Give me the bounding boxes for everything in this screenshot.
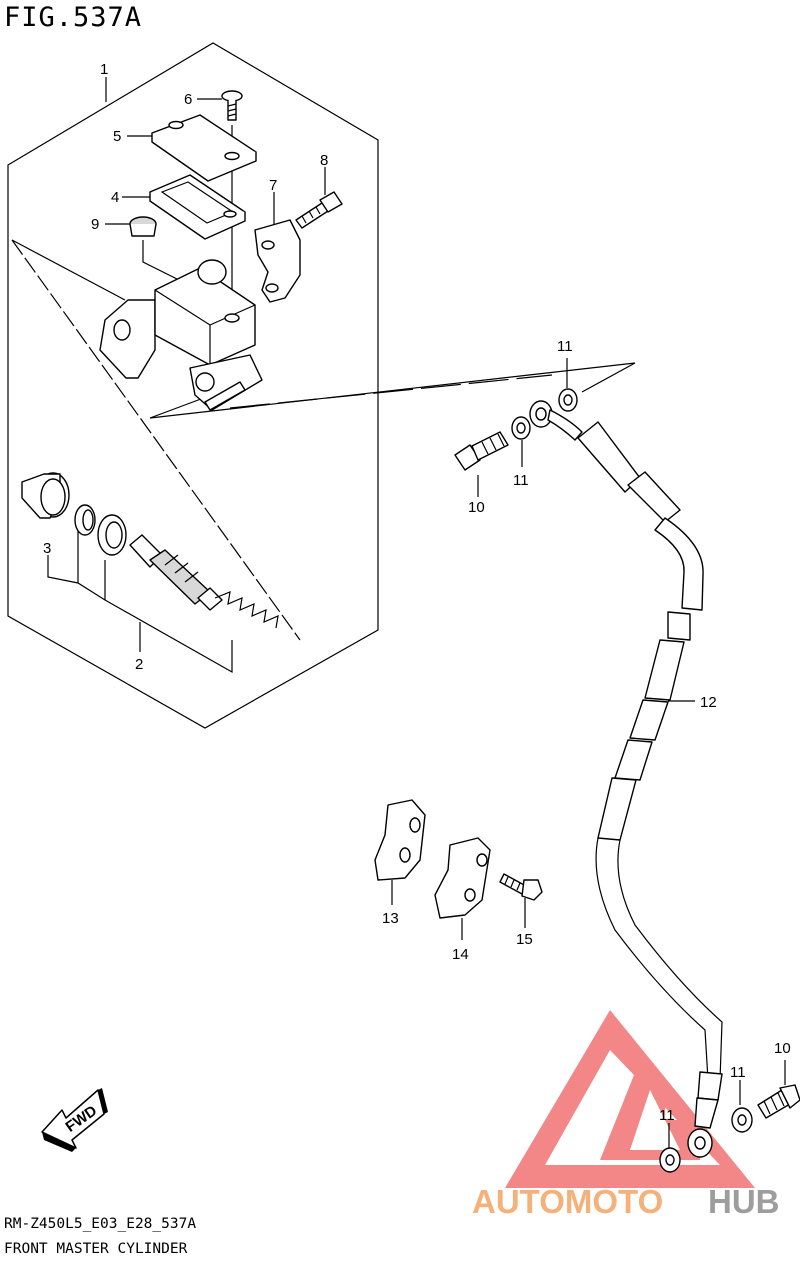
callout-4: 4	[111, 189, 119, 206]
callout-13: 13	[382, 910, 399, 927]
part-bolt-8	[295, 191, 343, 229]
watermark-text: AUTOMOTO HUB	[472, 1183, 780, 1220]
part-washer-11-lower-a	[731, 1107, 753, 1133]
figure-title: FIG.537A	[4, 2, 143, 33]
part-washer-11-lower-b	[659, 1147, 681, 1173]
part-boot-3	[21, 472, 70, 519]
callout-10-upper: 10	[468, 499, 485, 516]
part-circlip	[74, 504, 96, 536]
callout-9: 9	[91, 216, 99, 233]
part-guide-14	[434, 837, 491, 919]
watermark-part1: AUTOMOTO	[472, 1183, 663, 1220]
part-bolt-15	[499, 873, 543, 901]
part-washer-11-upper-b	[558, 388, 578, 412]
part-grommet-9	[129, 216, 157, 237]
callout-11-lower-right: 11	[730, 1064, 746, 1081]
part-bracket-13	[374, 799, 426, 881]
assembly-frame	[7, 42, 636, 729]
figure-caption: FRONT MASTER CYLINDER	[4, 1241, 188, 1257]
callout-1: 1	[100, 61, 108, 78]
callout-11-top: 11	[557, 338, 573, 355]
callout-5: 5	[113, 128, 121, 145]
callout-2: 2	[135, 656, 143, 673]
part-cap-5	[151, 114, 257, 182]
callout-3: 3	[43, 540, 51, 557]
part-seal-washer	[97, 514, 127, 556]
callout-11-mid: 11	[513, 472, 529, 489]
part-brake-hose-12	[529, 400, 723, 1158]
part-piston-2	[129, 534, 279, 629]
part-master-cylinder-body	[99, 259, 263, 411]
callout-12: 12	[700, 694, 717, 711]
part-washer-11-upper-a	[511, 416, 531, 440]
callout-6: 6	[184, 91, 192, 108]
watermark-part2: HUB	[708, 1183, 780, 1220]
callout-labels: 1 2 3 4 5 6 7 8 9 10 11 11 12 13 14 15 1…	[43, 61, 791, 1124]
callout-14: 14	[452, 946, 469, 963]
callout-15: 15	[516, 931, 533, 948]
part-banjo-bolt-10-upper	[454, 431, 509, 471]
leader-lines	[47, 77, 786, 1150]
callout-7: 7	[269, 177, 277, 194]
callout-10-lower: 10	[774, 1040, 791, 1057]
part-banjo-bolt-10-lower	[757, 1084, 800, 1119]
callout-11-lower-left: 11	[659, 1107, 675, 1124]
callout-8: 8	[320, 152, 328, 169]
part-screw-6	[221, 90, 243, 121]
part-diaphragm-4	[149, 174, 246, 240]
fwd-direction-arrow: FWD	[41, 1088, 108, 1152]
part-holder-7	[254, 219, 301, 303]
model-code: RM-Z450L5_E03_E28_537A	[4, 1216, 197, 1232]
